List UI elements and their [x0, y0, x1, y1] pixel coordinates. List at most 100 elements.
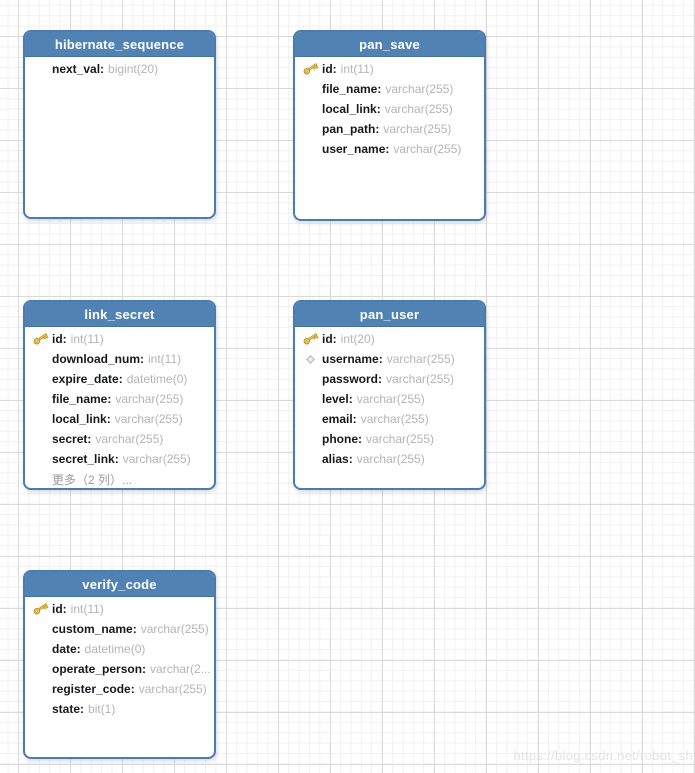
- column-row-file_name[interactable]: file_name: varchar(255): [25, 389, 214, 409]
- column-row-local_link[interactable]: local_link: varchar(255): [295, 99, 484, 119]
- column-icon-cell: [29, 389, 52, 409]
- column-name: state:: [52, 702, 85, 716]
- column-row-secret_link[interactable]: secret_link: varchar(255): [25, 449, 214, 469]
- column-icon-cell: [29, 659, 52, 679]
- column-name: phone:: [322, 432, 362, 446]
- index-diamond-icon: [306, 354, 315, 364]
- column-row-secret[interactable]: secret: varchar(255): [25, 429, 214, 449]
- column-row-file_name[interactable]: file_name: varchar(255): [295, 79, 484, 99]
- column-name: alias:: [322, 452, 353, 466]
- column-name: local_link:: [322, 102, 381, 116]
- column-type: varchar(255): [140, 622, 209, 636]
- column-icon-cell: [29, 449, 52, 469]
- column-name: custom_name:: [52, 622, 137, 636]
- column-icon-cell: [29, 59, 52, 79]
- column-type: datetime(0): [126, 372, 188, 386]
- column-row-phone[interactable]: phone: varchar(255): [295, 429, 484, 449]
- primary-key-icon: [303, 332, 319, 344]
- column-icon-cell: [29, 429, 52, 449]
- table-columns: next_val: bigint(20): [25, 57, 214, 217]
- column-row-id[interactable]: id: int(20): [295, 329, 484, 349]
- column-icon-cell: [29, 369, 52, 389]
- table-more-columns[interactable]: 更多（2 列）...: [52, 472, 133, 487]
- column-name: next_val:: [52, 62, 105, 76]
- column-icon-cell: [299, 59, 322, 79]
- column-name: username:: [322, 352, 383, 366]
- column-row-state[interactable]: state: bit(1): [25, 699, 214, 719]
- column-row-password[interactable]: password: varchar(255): [295, 369, 484, 389]
- column-type: varchar(255): [386, 352, 455, 366]
- primary-key-icon: [303, 62, 319, 74]
- table-title[interactable]: pan_user: [295, 302, 484, 327]
- column-icon-cell: [299, 409, 322, 429]
- column-icon-cell: [299, 429, 322, 449]
- column-row-id[interactable]: id: int(11): [25, 599, 214, 619]
- column-type: varchar(255): [393, 142, 462, 156]
- column-icon-cell: [299, 369, 322, 389]
- table-title[interactable]: verify_code: [25, 572, 214, 597]
- column-name: id:: [322, 62, 337, 76]
- column-type: varchar(255): [114, 412, 183, 426]
- column-name: file_name:: [322, 82, 382, 96]
- column-icon-cell: [299, 389, 322, 409]
- column-type: varchar(255): [385, 82, 454, 96]
- column-row-level[interactable]: level: varchar(255): [295, 389, 484, 409]
- column-row-pan_path[interactable]: pan_path: varchar(255): [295, 119, 484, 139]
- column-type: varchar(255): [366, 432, 435, 446]
- column-name: local_link:: [52, 412, 111, 426]
- column-icon-cell: [299, 99, 322, 119]
- column-icon-cell: [29, 679, 52, 699]
- column-row-custom_name[interactable]: custom_name: varchar(255): [25, 619, 214, 639]
- db-table-pan_user[interactable]: pan_user id: int(20) username: varchar(2…: [293, 300, 486, 490]
- column-type: int(11): [70, 332, 104, 346]
- table-title[interactable]: link_secret: [25, 302, 214, 327]
- column-type: int(11): [340, 62, 374, 76]
- column-row-date[interactable]: date: datetime(0): [25, 639, 214, 659]
- column-row-id[interactable]: id: int(11): [25, 329, 214, 349]
- column-type: varchar(255): [95, 432, 164, 446]
- column-row-download_num[interactable]: download_num: int(11): [25, 349, 214, 369]
- column-name: register_code:: [52, 682, 135, 696]
- column-type: int(11): [148, 352, 182, 366]
- column-name: id:: [322, 332, 337, 346]
- column-row-email[interactable]: email: varchar(255): [295, 409, 484, 429]
- column-row-user_name[interactable]: user_name: varchar(255): [295, 139, 484, 159]
- db-table-link_secret[interactable]: link_secret id: int(11) download_num: in…: [23, 300, 216, 490]
- column-name: secret:: [52, 432, 92, 446]
- column-type: bit(1): [88, 702, 116, 716]
- column-type: varchar(2...: [150, 662, 211, 676]
- primary-key-icon: [33, 602, 49, 614]
- table-title[interactable]: pan_save: [295, 32, 484, 57]
- column-name: pan_path:: [322, 122, 380, 136]
- column-name: user_name:: [322, 142, 390, 156]
- db-table-verify_code[interactable]: verify_code id: int(11) custom_name: var…: [23, 570, 216, 759]
- column-row-operate_person[interactable]: operate_person: varchar(2...: [25, 659, 214, 679]
- column-name: file_name:: [52, 392, 112, 406]
- table-columns: id: int(11) custom_name: varchar(255) da…: [25, 597, 214, 757]
- column-icon-cell: [299, 449, 322, 469]
- column-row-next_val[interactable]: next_val: bigint(20): [25, 59, 214, 79]
- column-row-alias[interactable]: alias: varchar(255): [295, 449, 484, 469]
- column-row-expire_date[interactable]: expire_date: datetime(0): [25, 369, 214, 389]
- table-columns: id: int(11) download_num: int(11) expire…: [25, 327, 214, 488]
- db-table-pan_save[interactable]: pan_save id: int(11) file_name: varchar(…: [293, 30, 486, 221]
- column-row-username[interactable]: username: varchar(255): [295, 349, 484, 369]
- column-name: password:: [322, 372, 383, 386]
- column-icon-cell: [299, 79, 322, 99]
- column-type: varchar(255): [360, 412, 429, 426]
- column-icon-cell: [299, 329, 322, 349]
- column-name: operate_person:: [52, 662, 147, 676]
- column-row-register_code[interactable]: register_code: varchar(255): [25, 679, 214, 699]
- column-icon-cell: [29, 409, 52, 429]
- column-type: int(20): [340, 332, 375, 346]
- column-name: email:: [322, 412, 357, 426]
- db-table-hibernate_sequence[interactable]: hibernate_sequence next_val: bigint(20): [23, 30, 216, 219]
- column-name: download_num:: [52, 352, 144, 366]
- column-row-id[interactable]: id: int(11): [295, 59, 484, 79]
- column-name: date:: [52, 642, 81, 656]
- column-type: varchar(255): [115, 392, 184, 406]
- table-title[interactable]: hibernate_sequence: [25, 32, 214, 57]
- column-icon-cell: [29, 639, 52, 659]
- column-row-local_link[interactable]: local_link: varchar(255): [25, 409, 214, 429]
